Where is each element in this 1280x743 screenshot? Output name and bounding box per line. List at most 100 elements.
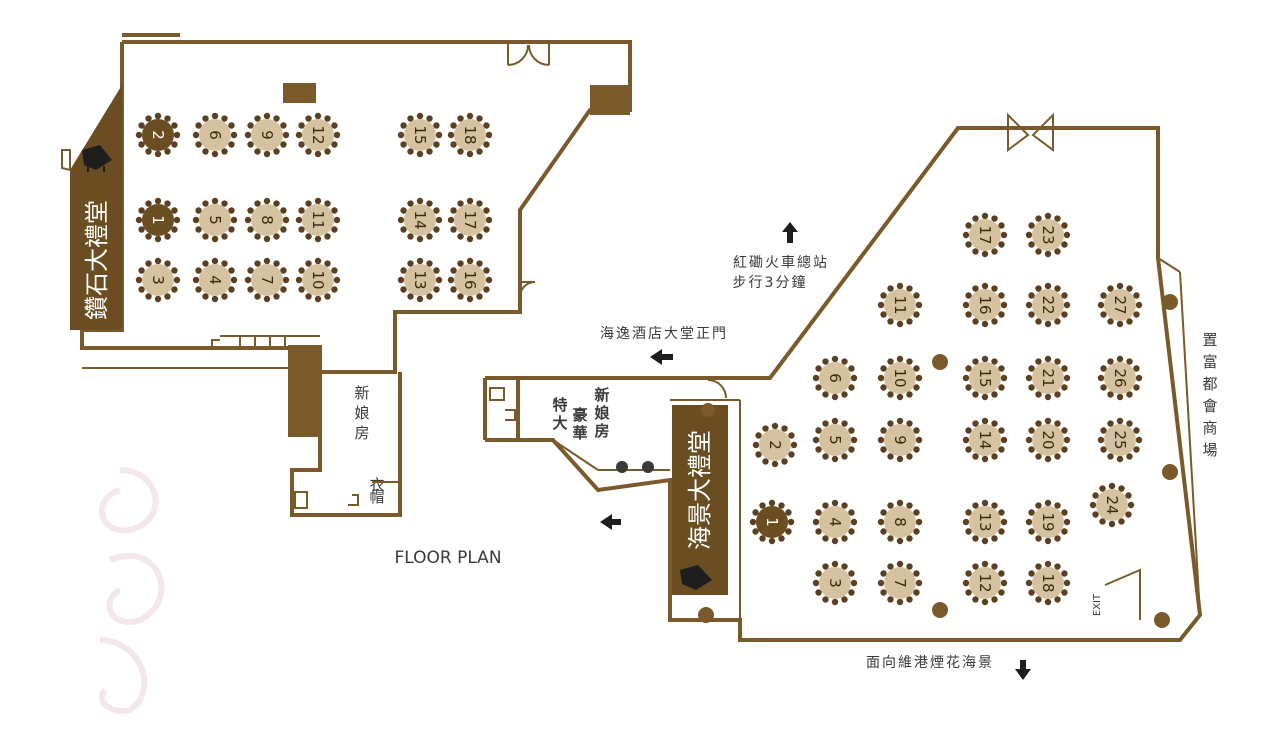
chair xyxy=(1061,384,1068,391)
table-number: 14 xyxy=(976,430,994,449)
chair xyxy=(1028,365,1035,372)
chair xyxy=(280,122,287,129)
chair xyxy=(887,391,894,398)
chair xyxy=(991,215,998,222)
chair xyxy=(450,226,457,233)
chair xyxy=(771,422,779,430)
chair xyxy=(298,141,305,148)
right-washroom xyxy=(489,387,654,473)
chair xyxy=(1108,520,1116,528)
chair xyxy=(972,596,979,603)
chair xyxy=(981,455,989,463)
chair xyxy=(314,150,322,158)
chair xyxy=(896,282,904,290)
chair xyxy=(145,293,152,300)
right-pillars xyxy=(698,294,1178,628)
chair xyxy=(1097,301,1105,309)
chair xyxy=(400,141,407,148)
chair xyxy=(1054,563,1061,570)
chair xyxy=(822,596,829,603)
chair xyxy=(433,141,440,148)
chair xyxy=(913,528,920,535)
chair xyxy=(154,197,162,205)
chair xyxy=(812,436,820,444)
chair xyxy=(476,115,483,122)
chair xyxy=(906,502,913,509)
chair xyxy=(877,301,885,309)
table-number: 24 xyxy=(1103,495,1121,514)
chair xyxy=(1126,420,1133,427)
chair xyxy=(211,150,219,158)
arrow-down-icon xyxy=(1015,660,1031,680)
chair xyxy=(164,233,171,240)
chair xyxy=(880,528,887,535)
chair xyxy=(788,451,795,458)
table-3: 3 xyxy=(135,257,181,303)
chair xyxy=(1035,453,1042,460)
chair xyxy=(1025,231,1033,239)
chair xyxy=(314,197,322,205)
chair xyxy=(778,535,785,542)
table-top xyxy=(142,204,174,236)
chair xyxy=(915,436,923,444)
chair xyxy=(145,233,152,240)
chair xyxy=(1044,355,1052,363)
arrow-up-icon xyxy=(782,222,798,243)
chair xyxy=(755,451,762,458)
chair xyxy=(221,115,228,122)
chair xyxy=(962,301,970,309)
chair xyxy=(965,509,972,516)
chair xyxy=(1133,311,1140,318)
chair xyxy=(896,537,904,545)
decorative-swirl xyxy=(98,467,165,714)
chair xyxy=(822,453,829,460)
table-top xyxy=(884,424,916,456)
chair xyxy=(305,148,312,155)
table-top xyxy=(302,204,334,236)
chair xyxy=(154,150,162,158)
chair xyxy=(972,535,979,542)
chair xyxy=(850,436,858,444)
chair xyxy=(397,216,405,224)
chair xyxy=(880,589,887,596)
chair xyxy=(822,563,829,570)
chair xyxy=(407,260,414,267)
chair xyxy=(263,112,271,120)
chair xyxy=(138,141,145,148)
chair xyxy=(815,446,822,453)
chair xyxy=(263,235,271,243)
chair xyxy=(1126,391,1133,398)
chair xyxy=(247,267,254,274)
chair xyxy=(965,384,972,391)
chair xyxy=(433,286,440,293)
chair xyxy=(333,131,341,139)
chair xyxy=(1092,511,1099,518)
chair xyxy=(1025,301,1033,309)
chair xyxy=(887,358,894,365)
chair xyxy=(400,267,407,274)
chair xyxy=(887,285,894,292)
table-number: 2 xyxy=(149,130,167,140)
chair xyxy=(1061,222,1068,229)
table-number: 7 xyxy=(258,275,276,285)
chair xyxy=(1125,492,1132,499)
table-top xyxy=(1104,424,1136,456)
chair xyxy=(211,112,219,120)
chair xyxy=(314,295,322,303)
chair xyxy=(247,122,254,129)
chair xyxy=(221,148,228,155)
table-1: 1 xyxy=(749,499,795,545)
chair xyxy=(1061,509,1068,516)
chair xyxy=(171,226,178,233)
chair xyxy=(965,222,972,229)
chair xyxy=(822,502,829,509)
chair xyxy=(1028,509,1035,516)
chair xyxy=(841,453,848,460)
chair xyxy=(295,216,303,224)
hung-hom-station-line2: 步行3分鐘 xyxy=(733,274,808,291)
chair xyxy=(466,235,474,243)
chair xyxy=(1025,436,1033,444)
chair xyxy=(972,248,979,255)
chair xyxy=(1035,596,1042,603)
table-26: 26 xyxy=(1097,355,1143,401)
